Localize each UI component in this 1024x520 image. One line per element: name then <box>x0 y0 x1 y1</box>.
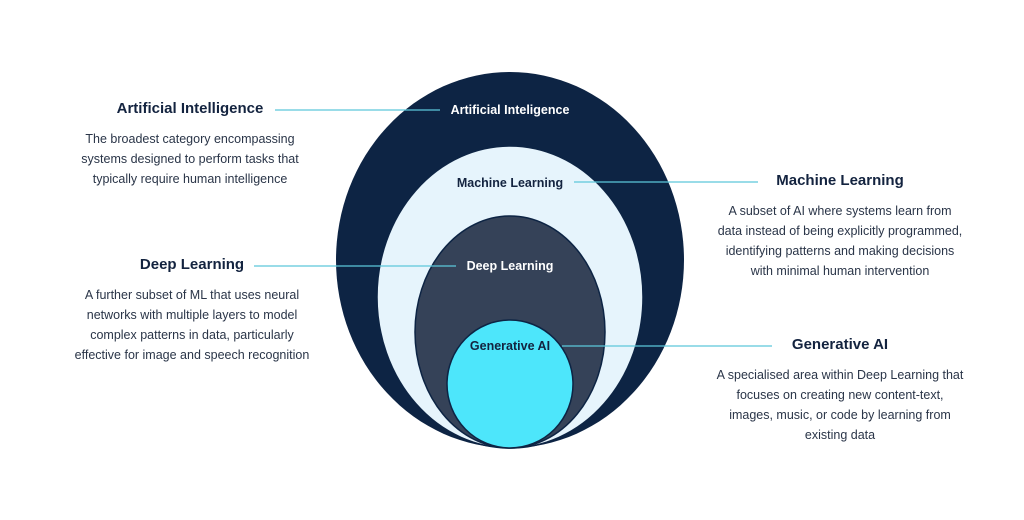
desc-line: effective for image and speech recogniti… <box>74 348 310 362</box>
desc-line: typically require human intelligence <box>92 172 288 186</box>
ring-label-ml: Machine Learning <box>457 176 563 190</box>
callout-artificial-intelligence: Artificial Intelligence The broadest cat… <box>40 100 340 189</box>
desc-line: images, music, or code by learning from <box>729 408 951 422</box>
callout-desc-dl: A further subset of ML that uses neural … <box>42 285 342 365</box>
desc-line: A subset of AI where systems learn from <box>728 204 952 218</box>
desc-line: A further subset of ML that uses neural <box>84 288 300 302</box>
callout-title-ml: Machine Learning <box>776 172 904 189</box>
desc-line: systems designed to perform tasks that <box>81 152 299 166</box>
ring-generative-ai <box>446 319 574 449</box>
callout-deep-learning: Deep Learning A further subset of ML tha… <box>42 256 342 365</box>
desc-line: existing data <box>804 428 876 442</box>
callout-title-ai: Artificial Intelligence <box>116 100 264 117</box>
callout-desc-ai: The broadest category encompassing syste… <box>40 129 340 189</box>
desc-line: complex patterns in data, particularly <box>90 328 294 342</box>
callout-title-gen: Generative AI <box>791 336 889 353</box>
desc-line: data instead of being explicitly program… <box>717 224 963 238</box>
callout-desc-gen: A specialised area within Deep Learning … <box>690 365 990 445</box>
callout-desc-ml: A subset of AI where systems learn from … <box>690 201 990 281</box>
callout-generative-ai: Generative AI A specialised area within … <box>690 336 990 445</box>
callout-title-dl: Deep Learning <box>139 256 245 273</box>
desc-line: with minimal human intervention <box>750 264 930 278</box>
ring-label-gen: Generative AI <box>470 339 550 353</box>
ring-label-ai: Artificial Inteligence <box>451 103 570 117</box>
callout-machine-learning: Machine Learning A subset of AI where sy… <box>690 172 990 281</box>
desc-line: focuses on creating new content-text, <box>736 388 944 402</box>
ring-label-dl: Deep Learning <box>467 259 554 273</box>
desc-line: The broadest category encompassing <box>85 132 295 146</box>
desc-line: A specialised area within Deep Learning … <box>716 368 964 382</box>
desc-line: networks with multiple layers to model <box>86 308 298 322</box>
desc-line: identifying patterns and making decision… <box>725 244 955 258</box>
